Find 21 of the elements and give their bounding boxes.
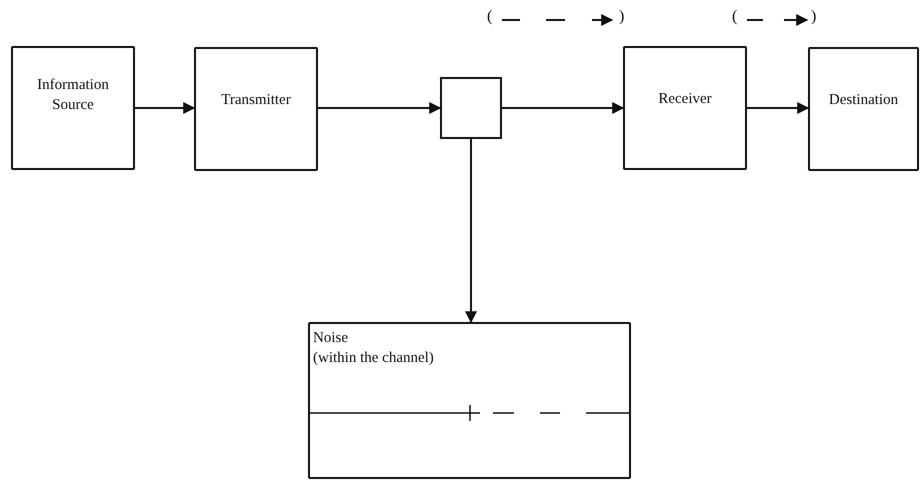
process-box	[194, 47, 318, 171]
arrow	[465, 139, 477, 324]
node-label: Destination	[828, 91, 898, 110]
parenthesis: )	[619, 8, 624, 26]
node-label: Noise	[313, 329, 348, 348]
node-label: Information Source	[36, 76, 110, 114]
parenthesis: (	[487, 8, 492, 26]
node-label: Receiver	[658, 90, 712, 109]
arrow	[135, 102, 196, 114]
arrow	[318, 102, 442, 114]
junction-box	[440, 77, 502, 139]
process-box	[808, 47, 919, 171]
parenthesis: (	[732, 8, 738, 26]
arrow	[502, 102, 624, 114]
arrow	[747, 102, 810, 114]
node-note: (within the channel)	[313, 349, 434, 368]
process-box	[11, 46, 135, 170]
parenthesis: )	[811, 8, 816, 26]
process-box	[623, 46, 747, 170]
channel-box	[308, 322, 631, 479]
node-label: Transmitter	[221, 91, 291, 110]
